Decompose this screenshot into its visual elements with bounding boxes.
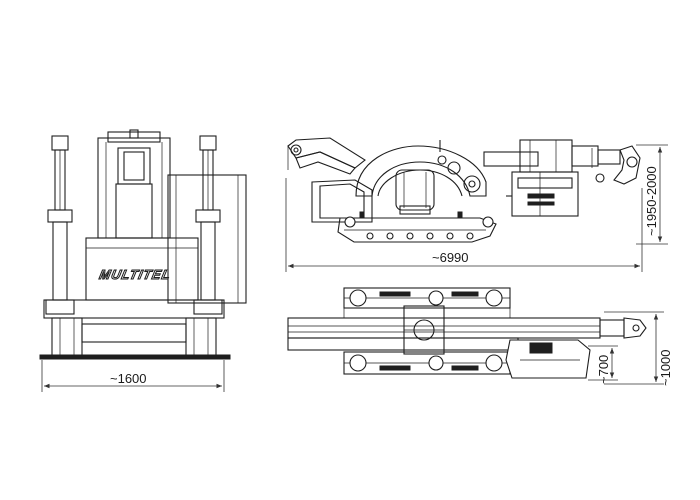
mast-head <box>97 129 171 239</box>
front-width-dimension: ~1600 <box>41 360 225 392</box>
top-track-lower <box>343 351 511 375</box>
top-track-upper <box>343 287 511 318</box>
front-width-label: ~1600 <box>110 371 147 386</box>
top-basket <box>505 339 591 379</box>
side-length-label: ~6990 <box>432 250 469 265</box>
front-chassis <box>39 299 231 360</box>
brand-logo: MULTITEL <box>98 267 172 282</box>
side-length-dimension: ~6990 <box>285 178 643 272</box>
top-width-dimension: ~1000 <box>604 311 673 386</box>
side-height-label: ~1950-2000 <box>644 166 659 236</box>
boom-rear <box>287 137 366 175</box>
side-view: ~1950-2000 ~6990 <box>285 137 668 272</box>
side-tracks <box>337 211 497 243</box>
top-view: ~700 ~1000 <box>287 287 673 386</box>
top-track-dimension: ~700 <box>588 345 618 384</box>
top-track-label: ~700 <box>596 355 611 384</box>
side-panel <box>167 174 247 304</box>
top-boom <box>287 317 647 351</box>
turret-arch <box>355 140 487 215</box>
side-body <box>311 179 373 223</box>
top-width-label: ~1000 <box>658 349 673 386</box>
side-height-dimension: ~1950-2000 <box>636 144 668 245</box>
top-turret <box>403 305 445 355</box>
boom-main <box>483 139 641 185</box>
basket <box>506 171 579 217</box>
front-view: MULTITEL ~1600 <box>39 129 247 392</box>
left-outrigger <box>45 135 75 315</box>
